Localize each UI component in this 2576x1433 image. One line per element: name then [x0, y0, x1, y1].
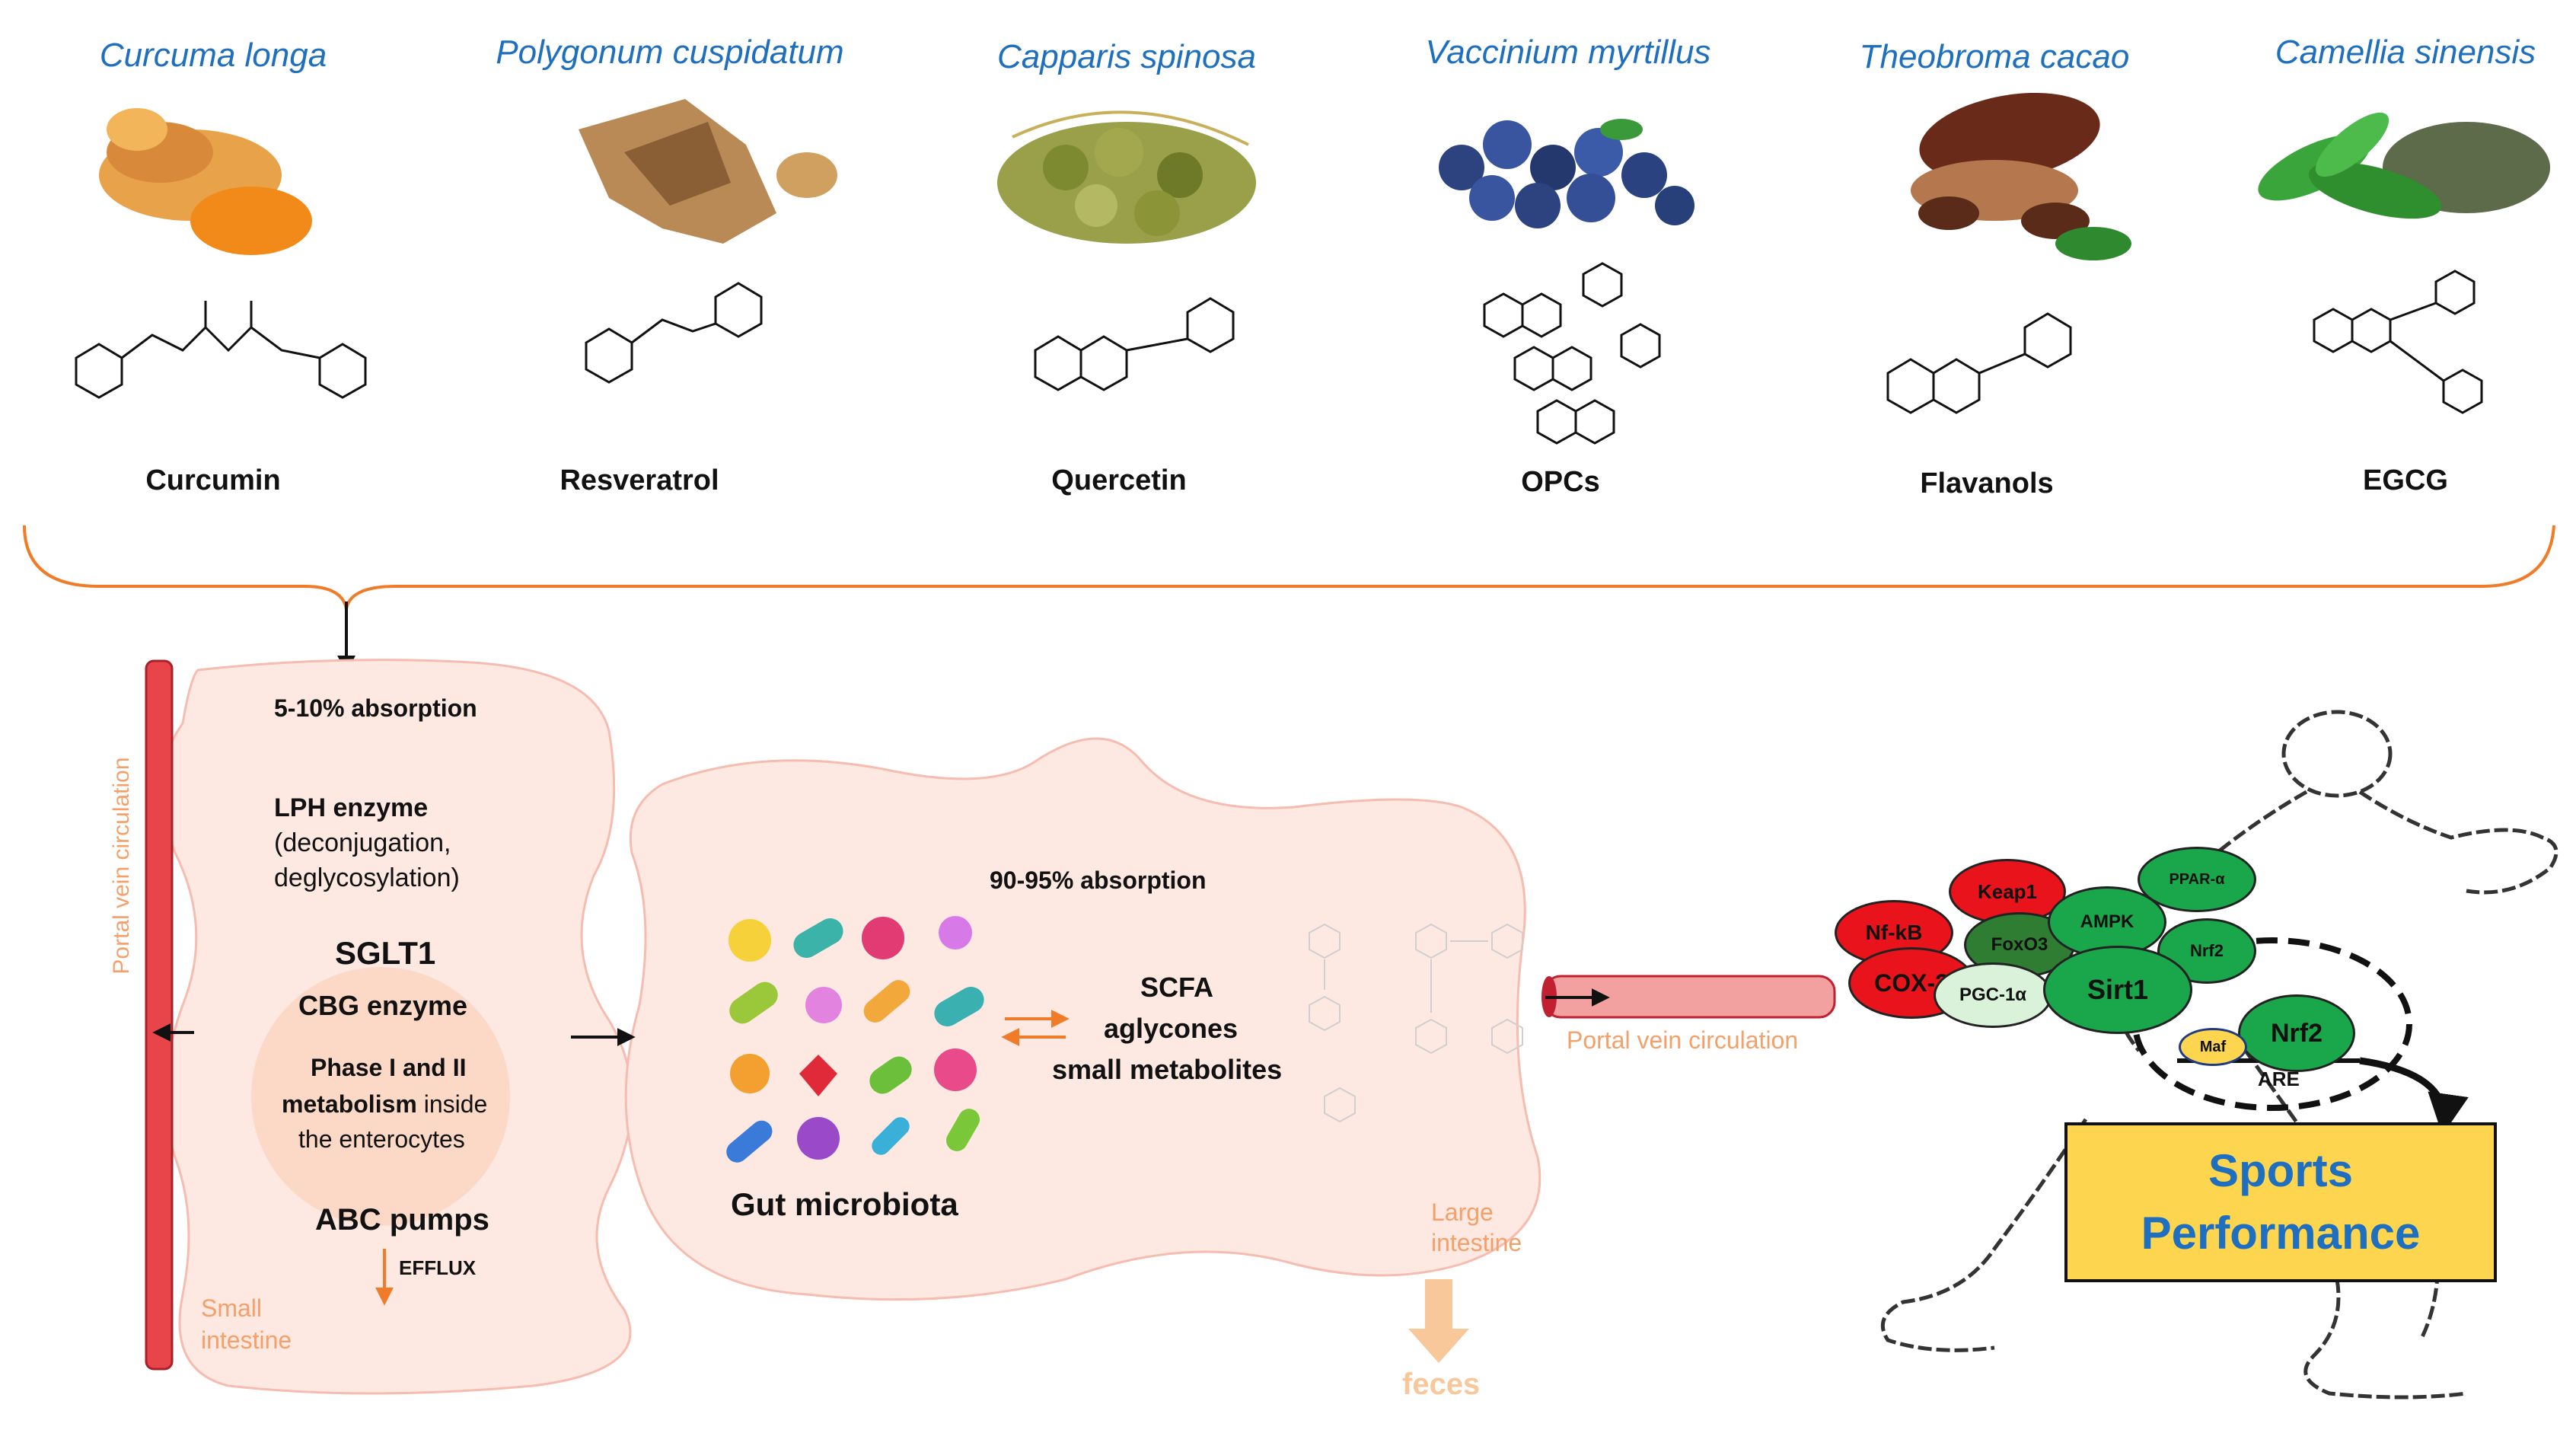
large-intestine-label-1: Large [1431, 1198, 1494, 1226]
large-intestine-shape [624, 737, 1541, 1301]
efflux-label: EFFLUX [399, 1256, 477, 1279]
microbiota-cluster [726, 916, 984, 1163]
outcome-line-1: Sports [2208, 1145, 2354, 1196]
scfa-label: SCFA [1140, 972, 1214, 1003]
feces-label: feces [1402, 1368, 1481, 1401]
node-maf: Maf [2179, 1028, 2247, 1066]
small-metabolites-label: small metabolites [1052, 1054, 1283, 1085]
portal-vein-horizontal-label: Portal vein circulation [1567, 1026, 1799, 1054]
compound-curcumin: Curcumin [145, 464, 281, 496]
compound-opcs: OPCs [1521, 466, 1600, 498]
node-pgc1a: PGC-1α [1934, 962, 2052, 1028]
species-camellia: Camellia sinensis [2275, 34, 2536, 71]
species-vaccinium: Vaccinium myrtillus [1425, 34, 1711, 71]
aglycones-label: aglycones [1104, 1013, 1239, 1044]
compound-egcg: EGCG [2363, 464, 2448, 496]
phase-metabolism: metabolism [282, 1090, 417, 1118]
species-polygonum: Polygonum cuspidatum [496, 34, 844, 71]
phase-inside: inside [416, 1090, 488, 1118]
sglt1-label: SGLT1 [335, 935, 436, 971]
small-intestine-label-2: intestine [201, 1326, 292, 1354]
lph-detail-1: (deconjugation, [274, 828, 451, 857]
outcome-arrow [2359, 1057, 2469, 1135]
species-capparis: Capparis spinosa [997, 38, 1256, 75]
metabolite-sketch [1309, 923, 1523, 1123]
absorption-small: 5-10% absorption [274, 694, 477, 722]
lph-enzyme: LPH enzyme [274, 793, 429, 822]
absorption-large: 90-95% absorption [990, 867, 1207, 894]
feces-arrow [1408, 1279, 1469, 1363]
species-curcuma: Curcuma longa [99, 37, 327, 74]
portal-vein-vertical [145, 659, 174, 1371]
node-nrf2: Nrf2 [2238, 994, 2355, 1072]
outcome-line-2: Performance [2141, 1208, 2421, 1259]
are-label: ARE [2258, 1068, 2300, 1090]
enterocyte-circle [251, 967, 510, 1226]
lph-detail-2: deglycosylation) [274, 863, 460, 892]
node-sirt1: Sirt1 [2043, 946, 2192, 1034]
cbg-enzyme: CBG enzyme [298, 990, 468, 1021]
compound-quercetin: Quercetin [1051, 464, 1187, 496]
abc-pumps: ABC pumps [315, 1203, 489, 1237]
grouping-brace [23, 525, 2555, 610]
nucleus-dashed [2132, 937, 2412, 1111]
compound-flavanols: Flavanols [1920, 468, 2054, 499]
species-theobroma: Theobroma cacao [1859, 38, 2130, 75]
phase-line-2: metabolism inside [282, 1090, 487, 1119]
portal-vein-vertical-label: Portal vein circulation [109, 757, 134, 975]
small-intestine-label-1: Small [201, 1294, 263, 1322]
phase-line-1: Phase I and II [311, 1054, 467, 1081]
outcome-box: Sports Performance [2064, 1122, 2497, 1282]
gut-microbiota-label: Gut microbiota [731, 1186, 958, 1222]
large-intestine-label-2: intestine [1431, 1229, 1522, 1256]
compound-resveratrol: Resveratrol [560, 464, 719, 496]
phase-line-3: the enterocytes [298, 1125, 465, 1153]
node-ppara: PPAR-α [2138, 847, 2256, 912]
